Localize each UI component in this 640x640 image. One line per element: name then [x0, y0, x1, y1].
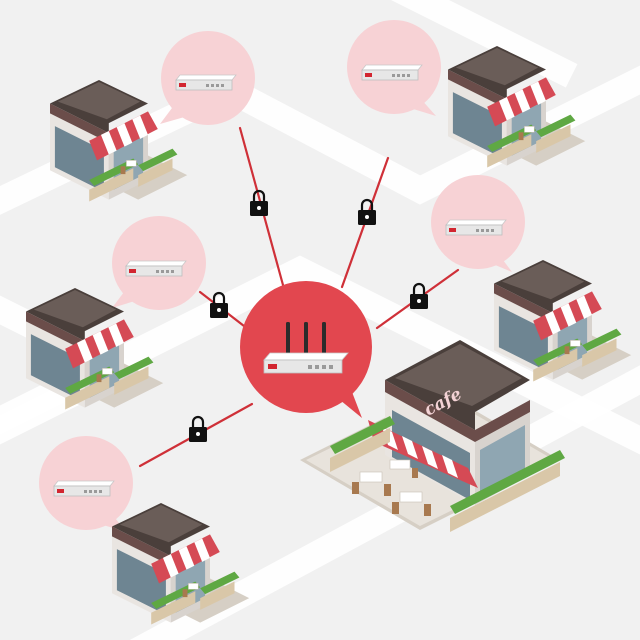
- cafe-top-right: [448, 46, 586, 168]
- firewall-appliance-icon: [175, 74, 237, 91]
- firewall-appliance-icon: [445, 219, 507, 236]
- cafe-middle-left: [26, 288, 164, 410]
- padlock-top-left: [250, 189, 268, 216]
- firewall-appliance-icon: [125, 260, 187, 277]
- padlock-top-right: [358, 198, 376, 225]
- remote-bubble-right: [431, 175, 525, 272]
- padlock-right: [410, 282, 428, 309]
- cafe-bottom-left: [112, 503, 250, 625]
- remote-bubble-top-right: [347, 20, 441, 116]
- firewall-appliance-icon: [53, 480, 115, 497]
- remote-bubble-top-left: [160, 31, 255, 125]
- cafe-right: [494, 260, 632, 382]
- firewall-appliance-icon: [361, 64, 423, 81]
- padlock-middle-left: [210, 291, 228, 318]
- cafe-main: cafe: [300, 340, 565, 532]
- hub-bubble: [240, 281, 372, 418]
- padlock-bottom-left: [189, 415, 207, 442]
- remote-bubble-bottom-left: [39, 436, 133, 532]
- remote-bubble-middle-left: [112, 216, 206, 310]
- hub-firewall-icon: [263, 322, 349, 374]
